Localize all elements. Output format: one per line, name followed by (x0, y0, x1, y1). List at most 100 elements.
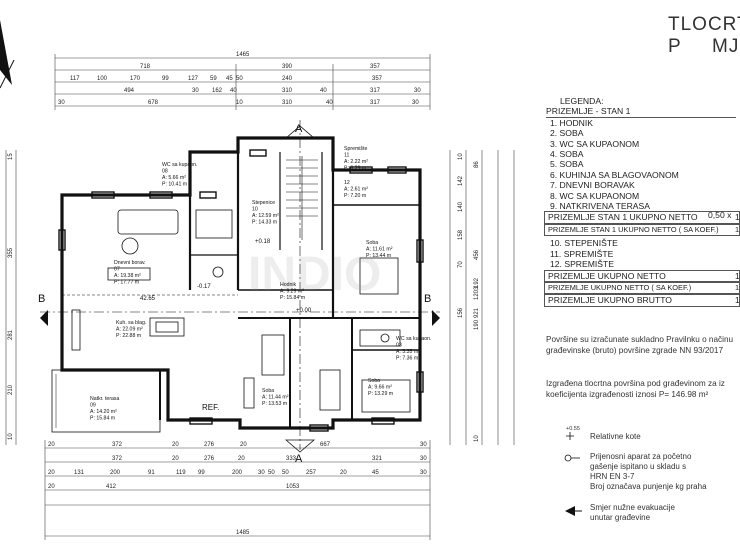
dimension-label: 20 (172, 456, 179, 462)
extinguisher-icon (564, 454, 572, 462)
dimension-label: 20 (48, 484, 55, 490)
dimension-label: 20 (240, 442, 247, 448)
dimension-label: 156 (458, 307, 464, 318)
legend-item: 8. WC SA KUPAONOM (550, 190, 640, 201)
dimension-label: 20 (340, 470, 347, 476)
level-a: +0.18 (255, 239, 271, 245)
legend-item: 11. SPREMIŠTE (550, 248, 614, 259)
room-name: Soba (366, 240, 378, 246)
level-d: +0.00 (296, 308, 312, 314)
dimension-label: 317 (370, 100, 381, 106)
legend-uk-netto: PRIZEMLJE UKUPNO NETTO 1 (544, 269, 740, 282)
dimension-label: 10 (474, 435, 480, 442)
dimension-label: 357 (372, 76, 383, 82)
dimension-label: 45 (226, 76, 233, 82)
room-p: P: 13.44 m (366, 253, 391, 259)
relative-level-icon (566, 432, 574, 440)
dimension-label: 30 (412, 100, 419, 106)
legend-item: 3. WC SA KUPAONOM (550, 138, 640, 149)
room-p: P: 15.84 m (280, 295, 305, 301)
legend-stan-netto-koef-value: 1 (735, 224, 740, 234)
room-name: Stepenice (252, 200, 275, 206)
section-b-left: B (38, 293, 45, 305)
dimension-label: 140 (458, 201, 464, 212)
dimension-label: 15 (8, 153, 14, 160)
dimension-label: 170 (130, 76, 141, 82)
legend-item: 5. SOBA (550, 159, 584, 170)
dimension-label: 142 (458, 175, 464, 186)
dimension-label: 40 (326, 100, 333, 106)
dimension-label: 50 (282, 470, 289, 476)
room-a: A: 3.35 m² (396, 349, 420, 355)
dimension-label: 45 (372, 470, 379, 476)
dimension-label: 192 (474, 277, 480, 288)
room-a: A: 19.38 m² (114, 273, 141, 279)
dimension-label: 210 (8, 384, 14, 395)
legend-item: 2. SOBA (550, 128, 584, 139)
dimension-label: 310 (282, 88, 293, 94)
room-no: 07 (114, 267, 120, 273)
legend-stan-netto-value: 1 (735, 212, 740, 223)
level-b: -0.17 (197, 284, 211, 290)
legend-item: 12. SPREMIŠTE (550, 259, 614, 270)
dimension-label: 317 (370, 88, 381, 94)
legend-item: 4. SOBA (550, 149, 584, 160)
room-name: Natkr. terasa (90, 396, 120, 402)
dimension-label: 355 (8, 247, 14, 258)
room-tag: Kuh. sa blag.A: 22.09 m²P: 22.88 m (116, 320, 146, 339)
dimension-label: 91 (148, 470, 155, 476)
dimension-label: 30 (414, 88, 421, 94)
legend-stan-netto-koef: PRIZEMLJE STAN 1 UKUPNO NETTO ( SA KOEF.… (544, 223, 740, 237)
dimension-label: 10 (236, 100, 243, 106)
dimension-label: 30 (420, 470, 427, 476)
room-name: Soba (368, 378, 380, 384)
dimension-label: 127 (188, 76, 199, 82)
room-p: P: 17.77 m (114, 280, 139, 286)
room-p: P: 22.88 m (116, 333, 141, 339)
dimension-total: 1485 (236, 530, 250, 536)
symbol-extinguisher: Prijenosni aparat za početno gašenje isp… (590, 452, 707, 491)
room-a: A: 9.29 m² (280, 289, 304, 295)
legend-uk-netto-value: 1 (735, 270, 740, 281)
dimension-label: 200 (110, 470, 121, 476)
dimension-label: 10 (8, 433, 14, 440)
dimension-label: 30 (420, 442, 427, 448)
legend-item9-value: 0,50 x (708, 210, 732, 220)
legend-subheading: PRIZEMLJE - STAN 1 (546, 106, 736, 118)
dimension-label: 494 (124, 88, 135, 94)
dimension-label: 200 (232, 470, 243, 476)
room-name: Kuh. sa blag. (116, 320, 146, 326)
dimension-label: 456 (474, 249, 480, 260)
dimension-label: 99 (198, 470, 205, 476)
room-name: WC sa kupaon. (162, 162, 197, 168)
room-a: A: 5.66 m² (162, 175, 186, 181)
room-no: 08 (162, 169, 168, 175)
symbol-relative-levels: Relativne kote (590, 432, 641, 441)
dimension-label: 276 (204, 456, 215, 462)
room-no: 03 (396, 343, 402, 349)
dimension-label: 20 (48, 470, 55, 476)
watermark: INDIO (248, 248, 381, 301)
legend-uk-brutto-value: 1 (735, 295, 740, 306)
room-tag: 12A: 2.61 m²P: 7.20 m (344, 180, 368, 199)
room-a: A: 12.59 m² (252, 213, 279, 219)
room-p: P: 6.29 m (344, 166, 366, 172)
room-name: Hodnik (280, 282, 297, 288)
room-a: A: 14.20 m² (90, 409, 117, 415)
legend-item: 9. NATKRIVENA TERASA (550, 201, 650, 212)
room-no: 10 (252, 207, 258, 213)
dimension-label: 372 (112, 442, 123, 448)
dimension-label: 30 (258, 470, 265, 476)
dimension-label: 10 (458, 153, 464, 160)
room-tag: Dnevni borav.07A: 19.38 m²P: 17.77 m (114, 260, 146, 286)
dimension-label: 372 (112, 456, 123, 462)
legend-item: 7. DNEVNI BORAVAK (550, 180, 635, 191)
room-tag: WC sa kupaon.03A: 3.35 m²P: 7.36 m (396, 336, 431, 362)
dimension-label: 718 (140, 64, 151, 70)
dimension-label: 162 (212, 88, 223, 94)
